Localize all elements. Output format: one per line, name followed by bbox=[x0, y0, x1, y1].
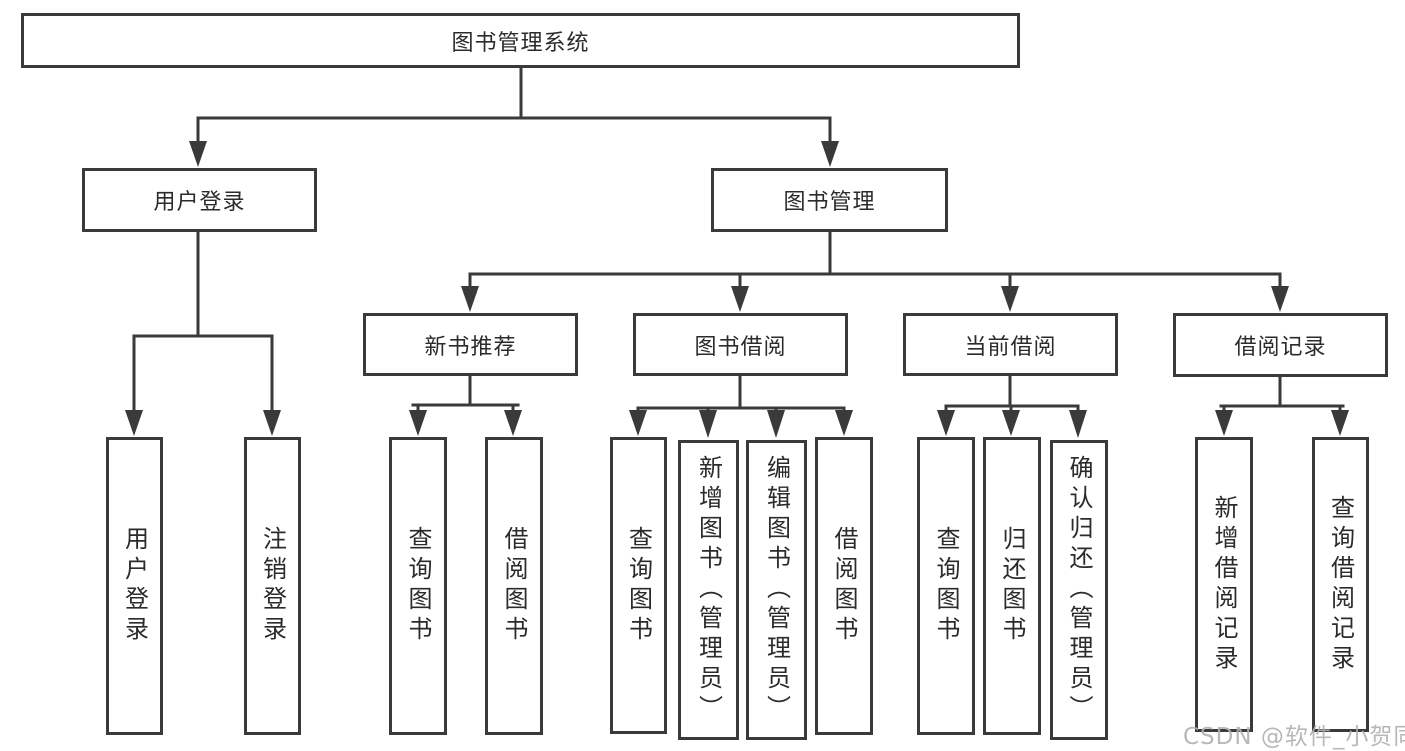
node-new-book-recommend: 新书推荐 bbox=[363, 313, 578, 376]
node-leaf-logout: 注销登录 bbox=[244, 437, 301, 735]
arrowheads bbox=[125, 141, 1349, 438]
node-leaf-borrow-books-2: 借阅图书 bbox=[815, 437, 873, 735]
node-book-management: 图书管理 bbox=[711, 168, 948, 232]
node-leaf-query-borrow-record: 查询借阅记录 bbox=[1312, 437, 1369, 732]
node-leaf-add-borrow-record: 新增借阅记录 bbox=[1195, 437, 1253, 732]
node-current-borrowing: 当前借阅 bbox=[903, 313, 1118, 376]
node-library-system: 图书管理系统 bbox=[21, 13, 1020, 68]
csdn-watermark: CSDN @软件_小贺同学 bbox=[1183, 724, 1405, 750]
node-leaf-user-login: 用户登录 bbox=[106, 437, 163, 735]
node-leaf-return-books: 归还图书 bbox=[983, 437, 1041, 735]
node-leaf-confirm-return-admin: 确认归还（管理员） bbox=[1050, 440, 1108, 740]
node-leaf-edit-book-admin: 编辑图书（管理员） bbox=[746, 440, 807, 740]
node-leaf-query-books-2: 查询图书 bbox=[610, 437, 667, 734]
node-user-login: 用户登录 bbox=[82, 168, 317, 232]
node-leaf-borrow-books-1: 借阅图书 bbox=[485, 437, 543, 735]
node-borrowing-records: 借阅记录 bbox=[1173, 313, 1388, 377]
node-leaf-add-book-admin: 新增图书（管理员） bbox=[678, 440, 739, 740]
node-leaf-query-books-1: 查询图书 bbox=[389, 437, 447, 735]
node-leaf-query-books-3: 查询图书 bbox=[917, 437, 975, 735]
node-book-borrowing: 图书借阅 bbox=[633, 313, 848, 376]
